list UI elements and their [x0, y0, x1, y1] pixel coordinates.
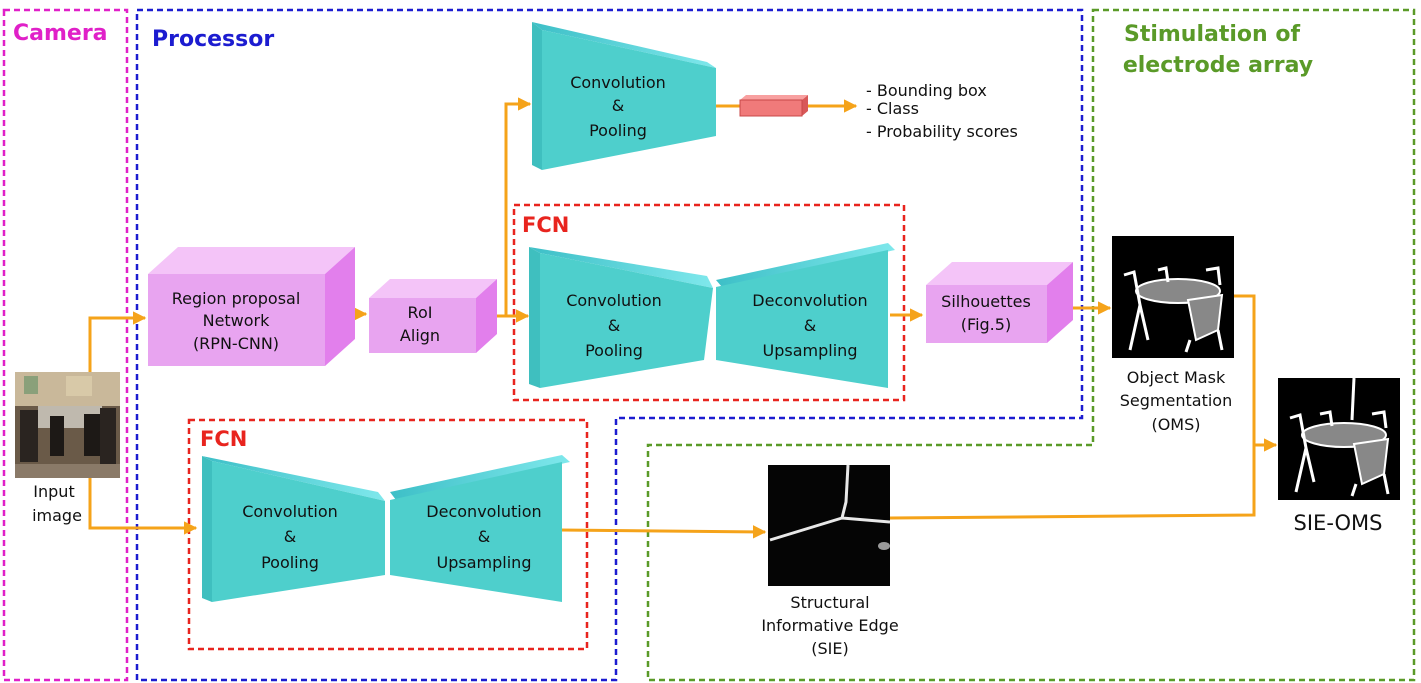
fcn2-conv-label-line1: Convolution — [242, 502, 338, 521]
sie-label-line1: Structural — [790, 593, 869, 612]
stimulation-section-title-line1: Stimulation of — [1124, 22, 1300, 47]
sie-edge-image — [768, 464, 891, 586]
stimulation-section-title-line2: electrode array — [1123, 53, 1313, 78]
silhouettes-label-line1: Silhouettes — [941, 292, 1031, 311]
fcn2-deconv-label-line3: Upsampling — [437, 553, 532, 572]
input-image-label-line2: image — [32, 506, 82, 525]
rpn-block — [148, 247, 355, 366]
fcn1-conv-pooling-block — [529, 247, 713, 388]
roi-align-label-line1: RoI — [408, 303, 433, 322]
output-bounding-box: - Bounding box — [866, 81, 987, 100]
fcn2-conv-label-line3: Pooling — [261, 553, 319, 572]
sie-label-line2: Informative Edge — [761, 616, 898, 635]
processor-region — [135, 8, 1084, 682]
sie-oms-image — [1278, 377, 1400, 500]
oms-label-line3: (OMS) — [1151, 415, 1200, 434]
fcn1-conv-label-line2: & — [608, 316, 620, 335]
input-image-thumbnail — [15, 372, 120, 478]
silhouettes-label-line2: (Fig.5) — [961, 315, 1011, 334]
feature-vector-block — [739, 95, 808, 117]
rpn-label-line1: Region proposal — [172, 289, 301, 308]
roi-align-block — [369, 279, 497, 353]
camera-region — [2, 8, 129, 682]
top-conv-label-line1: Convolution — [570, 73, 666, 92]
fcn2-deconv-label-line1: Deconvolution — [426, 502, 541, 521]
fcn1-deconv-label-line3: Upsampling — [763, 341, 858, 360]
oms-label-line1: Object Mask — [1127, 368, 1226, 387]
top-conv-label-line2: & — [612, 96, 624, 115]
silhouettes-block — [926, 262, 1073, 343]
stimulation-region — [646, 8, 1416, 682]
fcn1-conv-label-line1: Convolution — [566, 291, 662, 310]
processor-section-title: Processor — [152, 27, 274, 52]
fcn2-deconv-label-line2: & — [478, 527, 490, 546]
top-conv-label-line3: Pooling — [589, 121, 647, 140]
fcn1-conv-label-line3: Pooling — [585, 341, 643, 360]
fcn-box-top — [512, 203, 906, 402]
oms-label-line2: Segmentation — [1120, 391, 1232, 410]
fcn1-deconv-upsampling-block — [716, 243, 895, 388]
fcn1-deconv-label-line1: Deconvolution — [752, 291, 867, 310]
rpn-label-line3: (RPN-CNN) — [193, 334, 279, 353]
rpn-label-line2: Network — [203, 311, 271, 330]
top-conv-pooling-block — [532, 22, 716, 170]
oms-mask-image — [1112, 236, 1234, 358]
fcn2-conv-label-line2: & — [284, 527, 296, 546]
output-class: - Class — [866, 99, 919, 118]
fcn2-deconv-upsampling-block — [390, 455, 570, 602]
sie-oms-label: SIE-OMS — [1294, 511, 1383, 535]
output-probability-scores: - Probability scores — [866, 122, 1018, 141]
roi-align-label-line2: Align — [400, 326, 440, 345]
fcn2-conv-pooling-block — [202, 456, 385, 602]
input-image-label-line1: Input — [33, 482, 74, 501]
fcn-box-bottom — [187, 418, 589, 651]
fcn1-deconv-label-line2: & — [804, 316, 816, 335]
camera-section-title: Camera — [13, 21, 108, 46]
sie-label-line3: (SIE) — [811, 639, 848, 658]
fcn-label-top: FCN — [522, 213, 569, 237]
fcn-label-bottom: FCN — [200, 427, 247, 451]
